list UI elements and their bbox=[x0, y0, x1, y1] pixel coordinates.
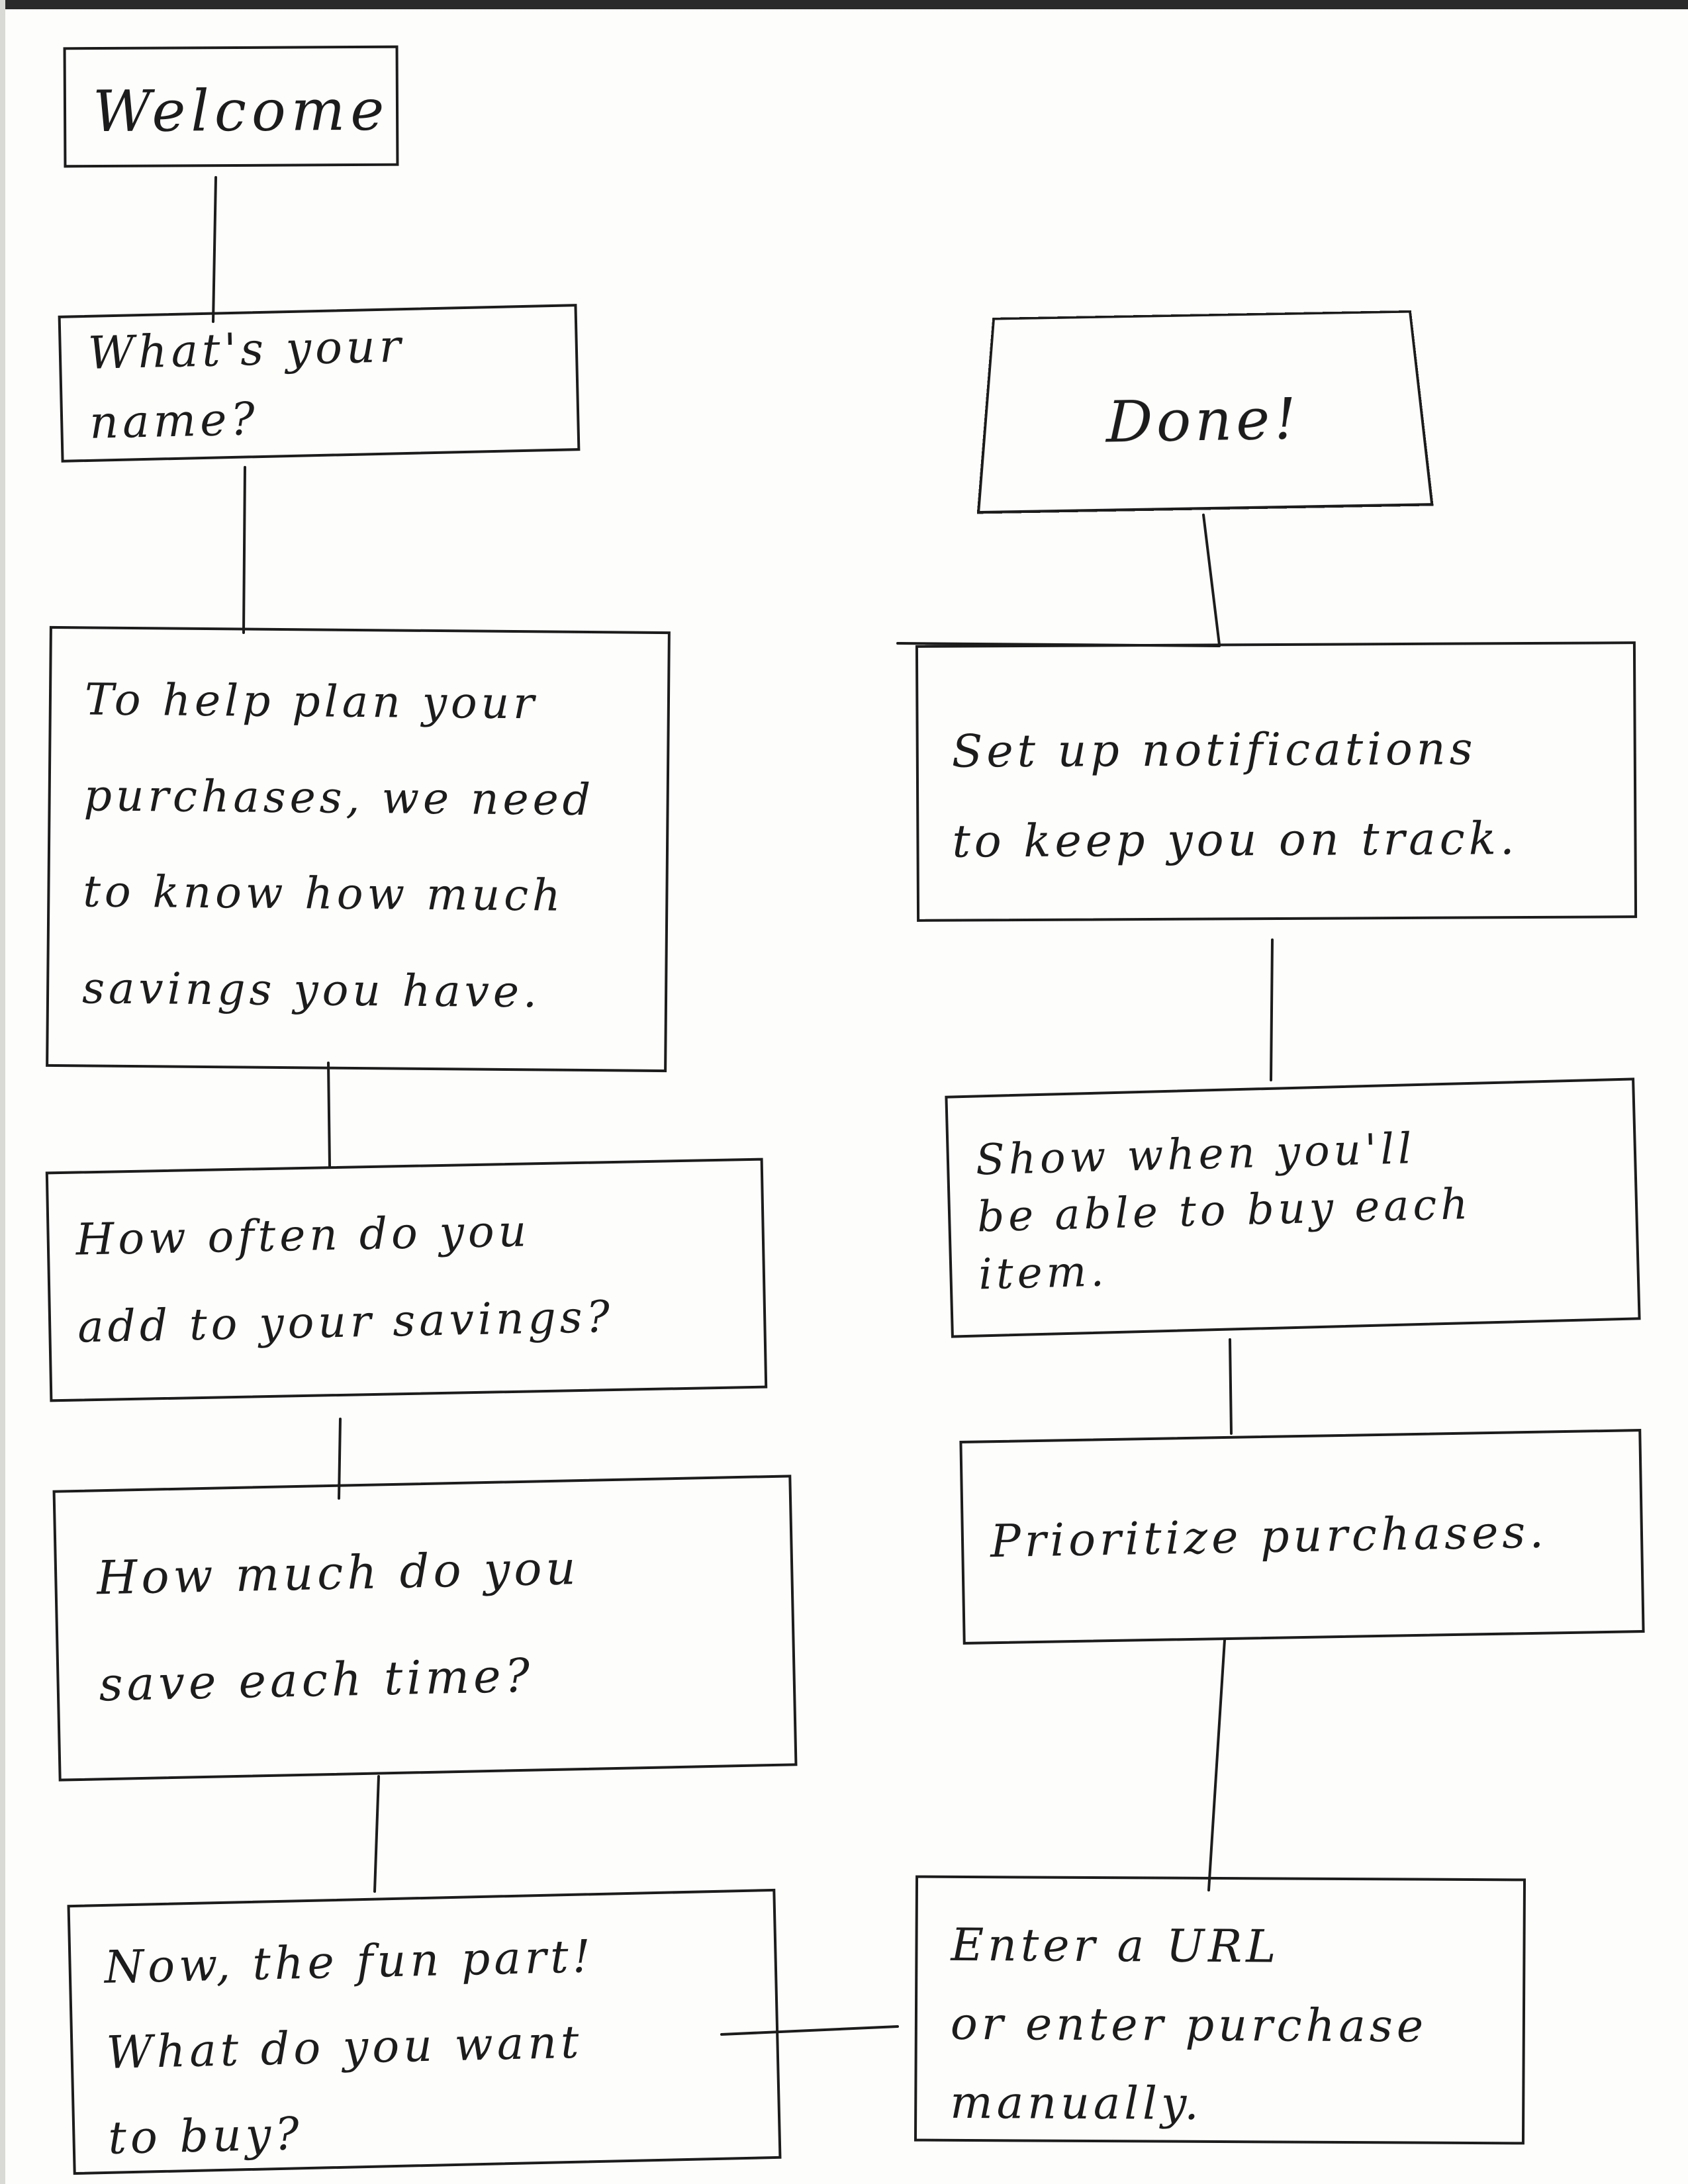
step-prioritize: Prioritize purchases. bbox=[959, 1429, 1644, 1645]
connector-notif-done bbox=[1203, 515, 1219, 645]
step-enter-purchase: Enter a URL or enter purchase manually. bbox=[914, 1876, 1526, 2145]
connector-much-fun bbox=[375, 1776, 379, 1891]
step-name-question: What's your name? bbox=[58, 304, 581, 463]
step-savings-intro: To help plan your purchases, we need to … bbox=[46, 626, 671, 1072]
connector-show-notif bbox=[1271, 940, 1272, 1080]
connector-welcome-name bbox=[213, 177, 216, 322]
step-savings-amount: How much do you save each time? bbox=[53, 1475, 798, 1781]
connector-url-prior bbox=[1209, 1640, 1225, 1890]
step-done: Done! bbox=[977, 310, 1434, 514]
connector-name-savings bbox=[244, 467, 245, 633]
connector-prior-show bbox=[1230, 1340, 1231, 1433]
step-what-to-buy: Now, the fun part! What do you want to b… bbox=[68, 1889, 782, 2175]
step-welcome: Welcome bbox=[64, 46, 399, 168]
step-show-timeline: Show when you'll be able to buy each ite… bbox=[945, 1077, 1640, 1338]
connector-savings-often bbox=[328, 1063, 330, 1166]
step-savings-frequency: How often do you add to your savings? bbox=[46, 1158, 767, 1402]
step-notifications: Set up notifications to keep you on trac… bbox=[915, 641, 1637, 922]
